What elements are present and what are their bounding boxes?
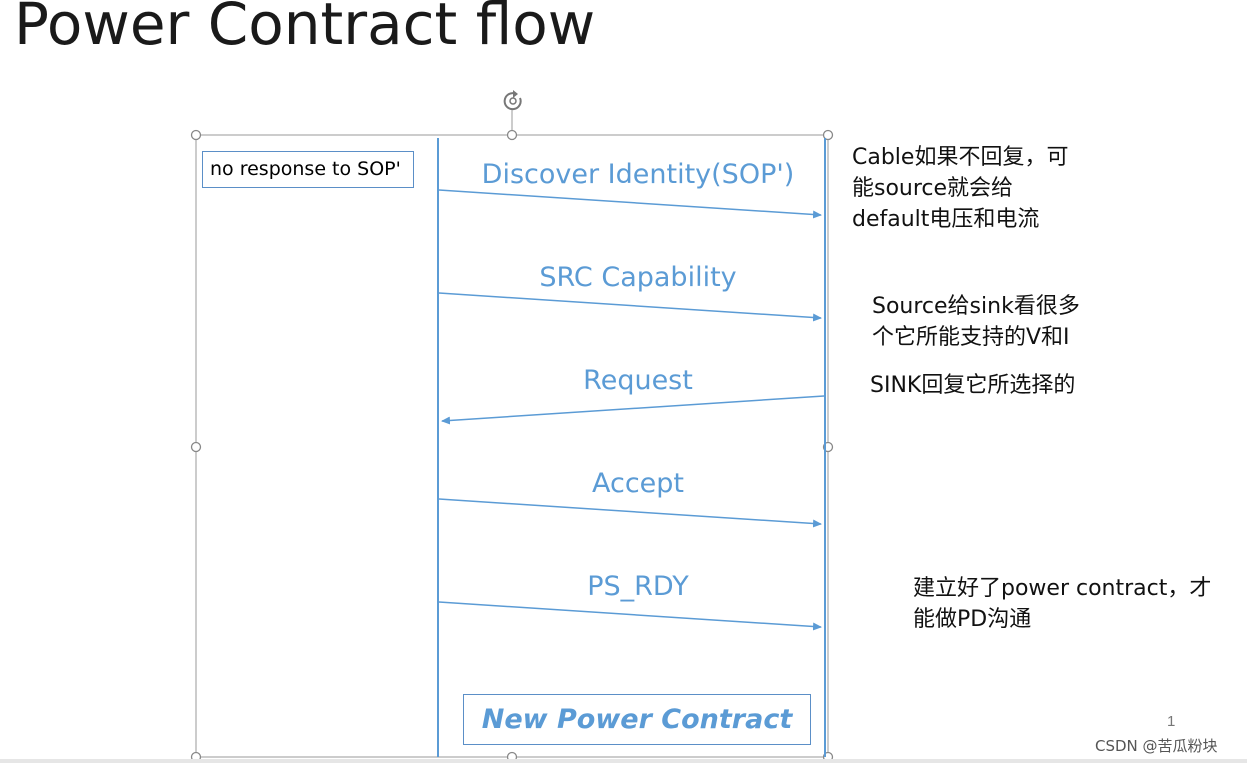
note-line: 能source就会给 [852,176,1014,201]
resize-handle-top-center[interactable] [506,129,518,141]
page-title: Power Contract flow [14,0,596,58]
message-arrow-src-capability [438,292,822,322]
resize-handle-middle-left[interactable] [190,441,202,453]
note-source-capability: Source给sink看很多 个它所能支持的V和I [872,291,1080,353]
message-arrow-request [441,395,825,425]
selection-frame[interactable] [195,134,829,758]
message-label-discover-identity: Discover Identity(SOP') [482,159,795,190]
message-label-ps-rdy: PS_RDY [587,571,689,602]
note-line: 建立好了power contract，才 [913,576,1212,601]
message-label-src-capability: SRC Capability [539,262,736,293]
note-line: Cable如果不回复，可 [852,145,1069,170]
message-arrow-ps-rdy [438,601,822,631]
note-sink-request: SINK回复它所选择的 [870,370,1075,401]
note-line: SINK回复它所选择的 [870,373,1076,398]
message-label-request: Request [583,365,693,396]
rotate-icon[interactable] [503,90,522,111]
watermark: CSDN @苦瓜粉块 [1095,737,1218,755]
note-power-contract: 建立好了power contract，才 能做PD沟通 [913,573,1211,635]
note-line: default电压和电流 [852,207,1040,232]
note-cable: Cable如果不回复，可 能source就会给 default电压和电流 [852,142,1068,235]
message-arrow-discover-identity [438,189,822,219]
message-arrow-accept [438,498,822,528]
message-label-accept: Accept [592,468,684,499]
bottom-scroll-bar[interactable] [0,759,1247,763]
new-power-contract-box[interactable]: New Power Contract [463,694,811,745]
note-line: 能做PD沟通 [913,607,1032,632]
no-response-box[interactable]: no response to SOP' [202,151,414,188]
note-line: Source给sink看很多 [872,294,1080,319]
resize-handle-top-right[interactable] [822,129,834,141]
page-number: 1 [1167,713,1176,730]
note-line: 个它所能支持的V和I [872,325,1070,350]
resize-handle-top-left[interactable] [190,129,202,141]
